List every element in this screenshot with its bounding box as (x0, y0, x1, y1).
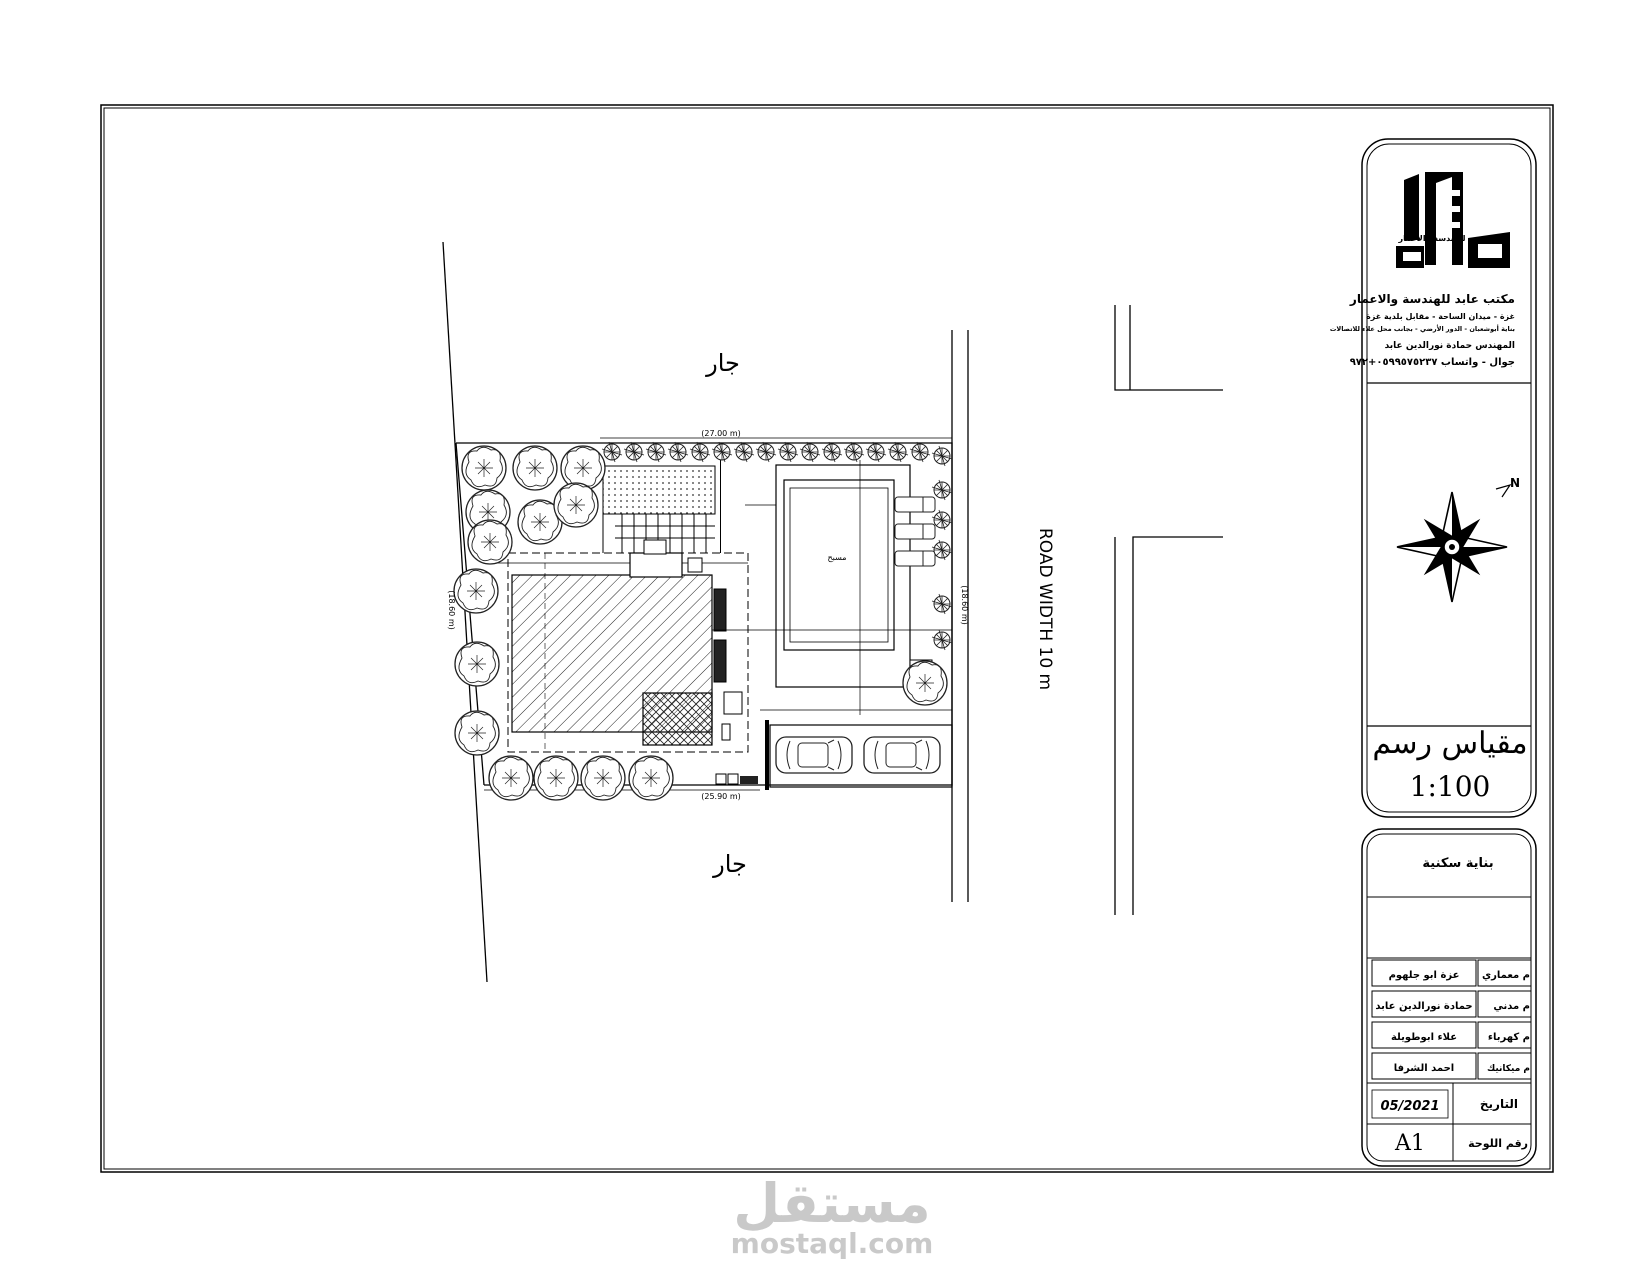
dimension-right-label: (18.60 m) (960, 585, 969, 624)
scale-title: مقياس رسم (1372, 726, 1527, 761)
role-name: احمد الشرفا (1394, 1063, 1454, 1074)
role-title: م مدني (1493, 1001, 1530, 1012)
date-value: 05/2021 (1380, 1099, 1439, 1114)
gate-block (723, 691, 743, 715)
engineer-name: المهندس حمادة نورالدين عابد (1385, 341, 1515, 351)
role-title: م معماري (1482, 970, 1530, 981)
parking-bay (769, 724, 953, 788)
parked-car-1 (775, 736, 853, 774)
parked-car-2 (863, 736, 941, 774)
role-title: م كهرباء (1488, 1032, 1530, 1043)
outer-border (100, 104, 1554, 1173)
sheet-number-label: رقم اللوحة (1468, 1137, 1528, 1150)
sheet-number-value: A1 (1394, 1131, 1425, 1156)
title-panel-top (1361, 138, 1537, 818)
office-logo: للهندسة والاعمار (1396, 172, 1510, 268)
role-title: م ميكانيك (1487, 1064, 1530, 1074)
planter-2 (713, 639, 727, 683)
dimension-left-label: (18.60 m) (447, 590, 456, 629)
road-width-label: ROAD WIDTH 10 m (1035, 528, 1055, 690)
dimension-bottom-label: (25.90 m) (701, 792, 740, 801)
pergola (615, 514, 715, 553)
annex-building (642, 692, 713, 746)
title-block: للهندسة والاعمار مكتب عابد للهندسة والاع… (1330, 138, 1537, 1167)
pool-deck (775, 464, 911, 688)
office-address-1: غزة - ميدان الساحة - مقابل بلدية غزة (1366, 312, 1515, 321)
scale-value: 1:100 (1410, 770, 1491, 803)
street-corner-upper (1114, 305, 1223, 391)
floor-projection (507, 552, 749, 753)
role-name: عزة ابو جلهوم (1389, 970, 1460, 981)
inner-border (103, 107, 1551, 1170)
garden-area (602, 465, 716, 515)
office-address-2: بناية أبوشعبان - الدور الأرضي - بجانب مح… (1330, 324, 1515, 333)
date-label: التاريخ (1480, 1097, 1518, 1111)
office-phone: جوال - واتساب ٠٥٩٩٥٧٥٢٣٧+٩٧٢ (1350, 357, 1515, 368)
planter-1 (713, 588, 727, 632)
pool-label: مسبح (828, 553, 847, 562)
neighbor-label-bottom: جار (712, 850, 747, 878)
project-name: بناية سكنية (1422, 856, 1493, 871)
watermark: مستقل mostaql.com (731, 1172, 934, 1260)
outdoor-seating (629, 552, 683, 578)
svg-text:N: N (1510, 476, 1520, 490)
watermark-latin: mostaql.com (731, 1227, 934, 1260)
title-panel-bottom (1361, 828, 1537, 1167)
office-name: مكتب عابد للهندسة والاعمار (1349, 292, 1515, 307)
svg-text:للهندسة والاعمار: للهندسة والاعمار (1397, 234, 1465, 243)
boundary-line-left (442, 241, 488, 983)
swimming-pool (783, 479, 895, 651)
roles-table: عزة ابو جلهوم حمادة نورالدين عابد علاء ا… (1371, 959, 1532, 1080)
north-arrow-icon: N (1396, 476, 1520, 603)
role-name: علاء ابوطويلة (1391, 1032, 1457, 1043)
watermark-arabic: مستقل (733, 1172, 931, 1235)
dimension-top-label: (27.00 m) (701, 429, 740, 438)
site-plan: جار جار ROAD WIDTH 10 m (27.00 m) (25.90… (442, 241, 1223, 983)
neighbor-label-top: جار (705, 349, 740, 377)
role-name: حمادة نورالدين عابد (1375, 1001, 1472, 1012)
